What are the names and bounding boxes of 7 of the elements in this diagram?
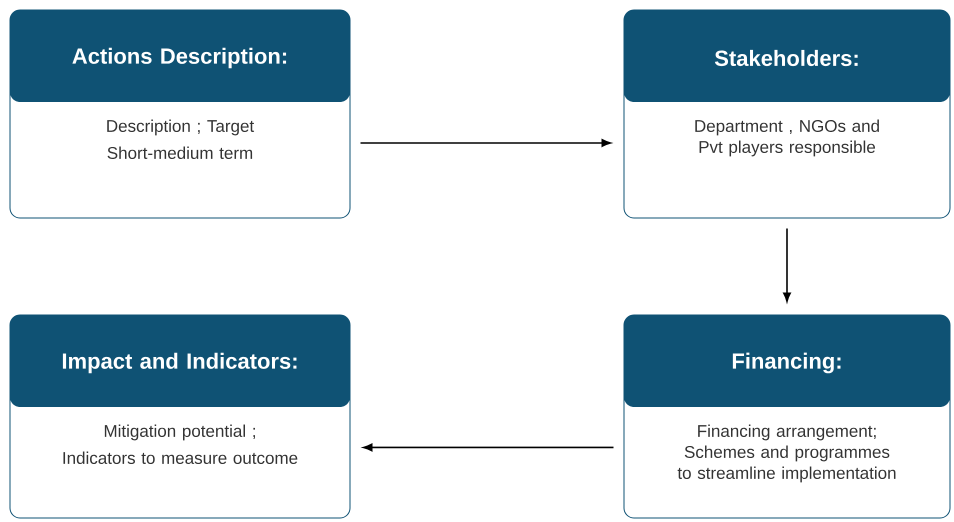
- arrow: [363, 444, 614, 452]
- arrow: [360, 139, 611, 147]
- card: Stakeholders: Department , NGOs and Pvt players responsible: [624, 10, 950, 218]
- card: Financing: Financing arrangement; Schemes and programmes to streamline implementation: [624, 314, 950, 518]
- arrow: [783, 228, 791, 302]
- card: Actions Description: Description ; Target Short-medium term: [10, 10, 350, 218]
- card: Impact and Indicators: Mitigation potential ; Indicators to measure outcome: [10, 314, 350, 518]
